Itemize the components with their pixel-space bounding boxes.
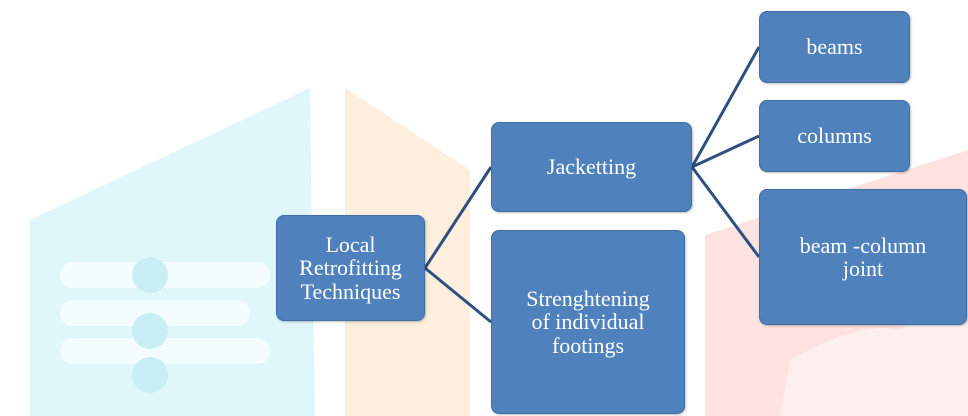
edge-root-footings: [424, 266, 492, 324]
edge-root-jacketting: [423, 166, 493, 269]
node-beams: beams: [759, 11, 910, 83]
node-strengthening-footings: Strenghtening of individual footings: [491, 230, 685, 414]
node-beam-column-joint: beam -column joint: [759, 189, 967, 325]
edge-jacketting-beams: [690, 46, 761, 168]
edge-jacketting-columns: [691, 134, 760, 169]
node-local-retrofitting-techniques: Local Retrofitting Techniques: [276, 215, 425, 321]
node-jacketting: Jacketting: [491, 122, 692, 212]
watermark-book-icon: [780, 300, 968, 416]
watermark-cyan-shape: [30, 88, 315, 416]
watermark-circuit-icon: [60, 257, 270, 393]
edge-jacketting-joint: [690, 166, 761, 258]
node-columns: columns: [759, 100, 910, 172]
